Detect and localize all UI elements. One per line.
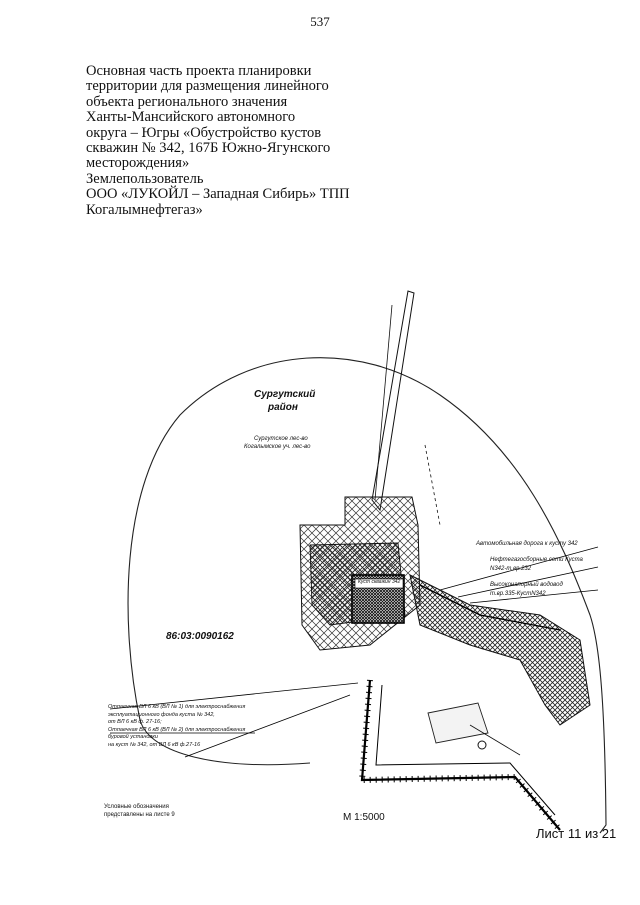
land-user-org: ООО «ЛУКОЙЛ – Западная Сибирь» ТПП (86, 186, 350, 203)
district-label-cont: район (268, 402, 298, 413)
road-north (371, 290, 415, 512)
callout-leader-left (109, 682, 359, 710)
title-line: территории для размещения линейного (86, 78, 329, 95)
forestry-label-cont: Когалымское уч. лес-во (244, 444, 311, 450)
boundary-line (127, 357, 607, 834)
boundary-line-lower (139, 719, 311, 766)
site-plan-map: Сургутский район Сургутское лес-во Когал… (0, 285, 640, 845)
legend-reference-note: Условные обозначения представлены на лис… (104, 803, 175, 819)
page-number: 537 (310, 14, 330, 29)
well-pad-label-box (354, 578, 404, 589)
power-line-callout: Отпаечная ВЛ 6 кВ (ВЛ № 1) для электросн… (108, 704, 245, 750)
power-line-callout-line: Отпаечная ВЛ 6 кВ (ВЛ № 2) для электросн… (108, 726, 246, 733)
lower-road (360, 679, 561, 831)
callout-leader-left (184, 694, 351, 758)
power-line-callout-line: эксплуатационного фонда куста № 342, (108, 711, 215, 718)
pipeline-corridor-edge (419, 584, 561, 631)
callout-oil-gas-network-cont: N342-т.вр.232 (490, 566, 532, 572)
callout-water-pipeline-cont: т.вр.335-КустN342 (490, 591, 546, 597)
legend-reference-line: Условные обозначения (104, 804, 169, 810)
power-line-callout-line: на куст № 342, от ВЛ 6 кВ ф.27-16 (108, 741, 201, 748)
diagonal-line (469, 724, 521, 756)
land-user-label: Землепользователь (86, 170, 204, 187)
callout-water-pipeline: Высоконапорный водовод (490, 582, 563, 588)
road-dash (424, 444, 441, 526)
land-user-org-cont: Когалымнефтегаз» (86, 201, 203, 218)
power-line-callout-line: буровой установки (108, 734, 158, 741)
power-line-callout-line: от ВЛ 6 кВ ф. 27-16; (108, 719, 162, 726)
callout-leader (457, 566, 599, 598)
map-scale: М 1:5000 (343, 812, 385, 823)
lower-road-inner (375, 684, 556, 816)
lower-road-ticks (358, 679, 563, 832)
title-line: округа – Югры «Обустройство кустов (86, 124, 322, 141)
title-line: объекта регионального значения (86, 93, 288, 110)
road-line (374, 304, 393, 501)
forestry-label: Сургутское лес-во (254, 436, 308, 442)
title-line: месторождения» (86, 155, 190, 172)
title-line: Основная часть проекта планировки (86, 63, 312, 79)
callout-leader (439, 546, 599, 591)
title-line: скважин № 342, 167Б Южно-Ягунского (86, 140, 331, 157)
sheet-number: Лист 11 из 21 (536, 826, 617, 841)
facility-site (427, 702, 489, 744)
site-plan-drawing (109, 290, 607, 834)
district-label: Сургутский (254, 389, 316, 400)
title-line: Ханты-Мансийского автономного (86, 109, 296, 126)
callout-road: Автомобильная дорога к кусту 342 (476, 541, 578, 547)
callout-leader (469, 589, 599, 604)
facility-marker (477, 740, 487, 750)
pipeline-corridor (409, 574, 591, 726)
callout-oil-gas-network: Нефтегазосборные сети Куста (490, 557, 583, 563)
legend-reference-line: представлены на листе 9 (104, 812, 175, 818)
power-line-callout-line: Отпаечная ВЛ 6 кВ (ВЛ № 1) для электросн… (108, 704, 246, 710)
cadastral-number: 86:03:0090162 (166, 631, 234, 642)
well-pad-label: Куст скважин 342 (358, 579, 401, 585)
document-title-block: Основная часть проекта планировки террит… (86, 63, 356, 218)
